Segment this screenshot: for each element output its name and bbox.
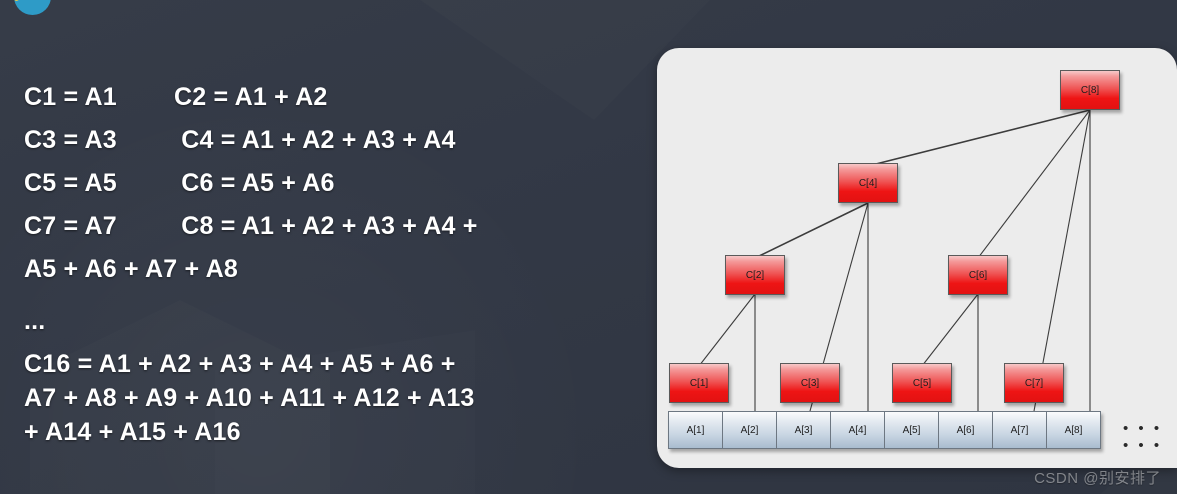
accent-circle-icon: [14, 0, 51, 15]
array-cell-a3[interactable]: A[3]: [776, 411, 831, 449]
tree-node-c4[interactable]: C[4]: [838, 163, 898, 203]
array-cell-a2[interactable]: A[2]: [722, 411, 777, 449]
tree-node-c7[interactable]: C[7]: [1004, 363, 1064, 403]
diagram-panel: C[8] C[4] C[2] C[6] C[1] C[3] C[5] C[7] …: [657, 48, 1177, 468]
array-cell-a4[interactable]: A[4]: [830, 411, 885, 449]
formula-line-4: C7 = A7 C8 = A1 + A2 + A3 + A4 + A5 + A6…: [24, 212, 478, 283]
array-cell-a7[interactable]: A[7]: [992, 411, 1047, 449]
formula-list: C1 = A1 C2 = A1 + A2 C3 = A3 C4 = A1 + A…: [24, 76, 628, 449]
formula-line-3: C5 = A5 C6 = A5 + A6: [24, 169, 335, 197]
tree-node-c8[interactable]: C[8]: [1060, 70, 1120, 110]
array-cell-a1[interactable]: A[1]: [668, 411, 723, 449]
array-cell-a6[interactable]: A[6]: [938, 411, 993, 449]
tree-node-c2[interactable]: C[2]: [725, 255, 785, 295]
array-row: A[1] A[2] A[3] A[4] A[5] A[6] A[7] A[8]: [668, 411, 1101, 449]
formula-line-1: C1 = A1 C2 = A1 + A2: [24, 83, 328, 111]
tree-node-c1[interactable]: C[1]: [669, 363, 729, 403]
accent-dot-icon: [14, 0, 19, 1]
diagram-inner: C[8] C[4] C[2] C[6] C[1] C[3] C[5] C[7] …: [657, 48, 1177, 468]
array-cell-a5[interactable]: A[5]: [884, 411, 939, 449]
tree-node-c3[interactable]: C[3]: [780, 363, 840, 403]
array-cell-a8[interactable]: A[8]: [1046, 411, 1101, 449]
formula-ellipsis: ...: [24, 307, 46, 335]
formula-line-c16: C16 = A1 + A2 + A3 + A4 + A5 + A6 + A7 +…: [24, 350, 475, 446]
formula-line-2: C3 = A3 C4 = A1 + A2 + A3 + A4: [24, 126, 456, 154]
watermark-label: CSDN @别安排了: [1034, 470, 1161, 487]
tree-node-c6[interactable]: C[6]: [948, 255, 1008, 295]
array-continuation-dots: • • • • • •: [1123, 420, 1163, 454]
tree-node-c5[interactable]: C[5]: [892, 363, 952, 403]
